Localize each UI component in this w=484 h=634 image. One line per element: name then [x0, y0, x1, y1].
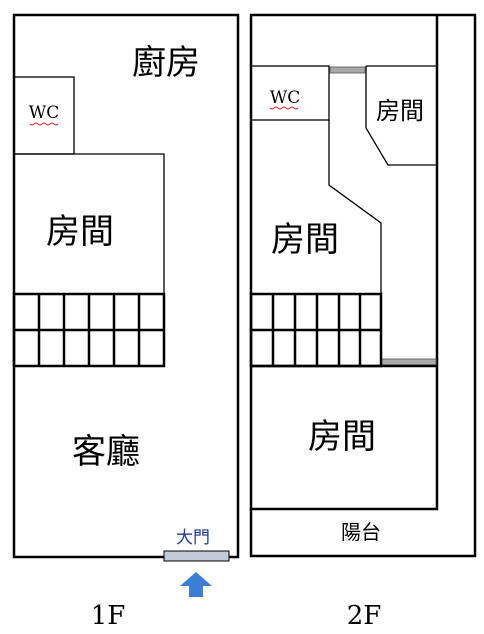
floor-1-kitchen-label: 廚房: [132, 43, 200, 83]
entrance-door[interactable]: [163, 550, 230, 562]
floor-2-wc-underline: [269, 106, 299, 110]
entrance-label: 大門: [176, 528, 210, 548]
floor-2-wc-wall: [250, 65, 330, 121]
floor-2-plan: WC 房間 房間 房間 陽台 2F: [249, 13, 477, 631]
floor-1-staircase: [12, 292, 166, 368]
floor-2-staircase: [249, 292, 383, 368]
floor-1-plan: 廚房 WC 房間 客廳 大門 1F: [12, 13, 240, 631]
floor-2-small-bedroom-label: 房間: [376, 97, 424, 125]
floor-1-label: 1F: [91, 601, 126, 631]
floor-2-small-bedroom-diagonal: [365, 66, 437, 166]
floor-2-outer-wall: [249, 13, 477, 558]
floor-2-balcony-label: 陽台: [341, 520, 381, 544]
floor-1-wc-label: WC: [29, 103, 59, 123]
floor-1-bedroom-wall: [14, 153, 165, 294]
floor-2-bedroom-front-label: 房間: [308, 417, 376, 457]
floor-2-door-top: [329, 66, 366, 74]
floor-2-door-right: [380, 358, 437, 366]
floor-2-label: 2F: [347, 601, 382, 631]
entrance-arrow-icon: [180, 572, 212, 597]
floor-2-wc-label: WC: [270, 88, 300, 108]
floor-1-living-room-label: 客廳: [72, 432, 140, 472]
floor-1-outer-wall: [12, 13, 240, 559]
floor-1-bedroom-label: 房間: [46, 212, 114, 252]
floor-2-bedroom-middle-label: 房間: [271, 220, 339, 260]
floor-2-bedroom-middle-wall: [328, 120, 382, 294]
floor-1-wc-underline: [29, 122, 59, 126]
floor-2-inner-wall: [251, 15, 439, 511]
